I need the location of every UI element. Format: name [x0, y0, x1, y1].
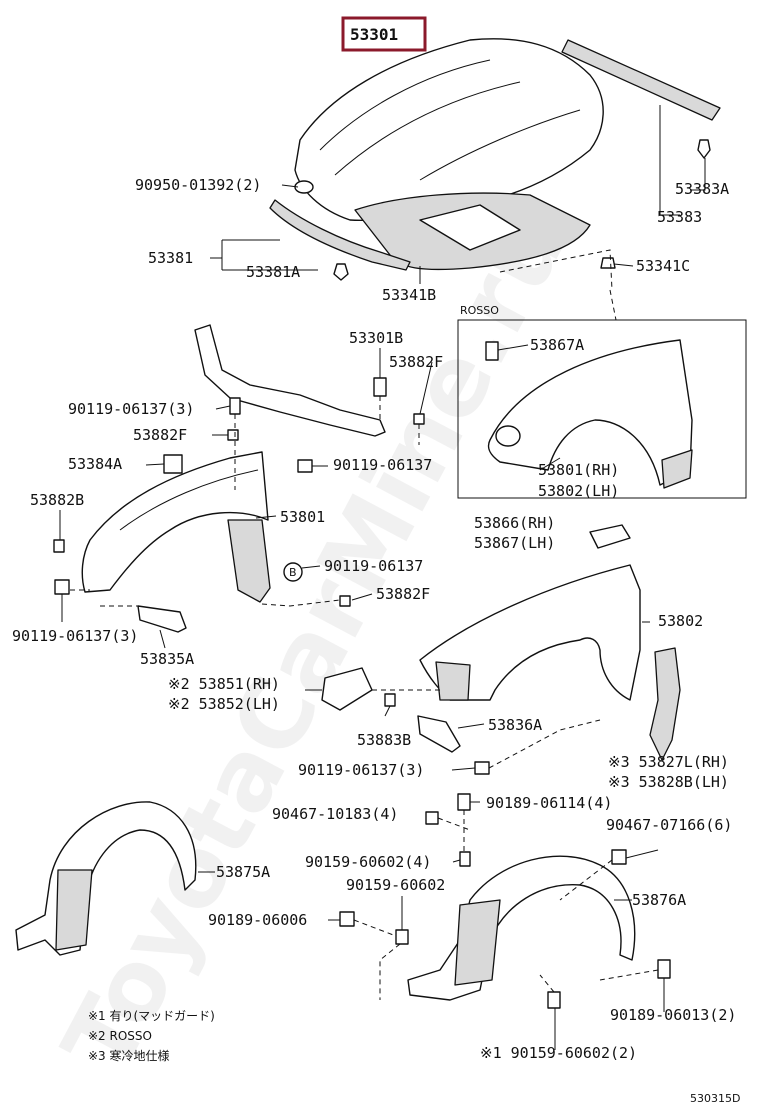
bolt-90119-mid[interactable] [297, 459, 313, 473]
label-53801-rh[interactable]: 53801(RH) [538, 461, 619, 479]
b-marker[interactable] [283, 562, 303, 582]
label-90119-06137-3-top[interactable]: 90119-06137(3) [68, 400, 194, 418]
stopper-53301b[interactable] [373, 377, 387, 397]
label-53384a[interactable]: 53384A [68, 455, 122, 473]
label-53341b[interactable]: 53341B [382, 286, 436, 304]
fender-liners [15, 793, 671, 1050]
label-53835a[interactable]: 53835A [140, 650, 194, 668]
label-53867-lh[interactable]: 53867(LH) [474, 534, 555, 552]
label-53836a[interactable]: 53836A [488, 716, 542, 734]
diagram-id: 530315D [690, 1092, 740, 1105]
screw-90189-06013[interactable] [657, 959, 671, 979]
fender-53802 [305, 564, 681, 775]
label-53383[interactable]: 53383 [657, 208, 702, 226]
label-90119-06137-b[interactable]: 90119-06137 [324, 557, 423, 575]
rosso-inset-frame [457, 319, 747, 499]
screw-90159-60602[interactable] [395, 929, 409, 945]
clip-53383a[interactable] [697, 139, 711, 159]
front-fender-lh[interactable] [419, 564, 641, 701]
retainer-53882f-top[interactable] [413, 413, 425, 425]
screw-90189-06006[interactable] [339, 911, 355, 927]
bolt-90119-bottom[interactable] [474, 761, 490, 775]
b-marker-text: B [289, 566, 297, 579]
label-53883b[interactable]: 53883B [357, 731, 411, 749]
label-53828b-lh[interactable]: ※3 53828B(LH) [608, 773, 729, 791]
clip-53341c[interactable] [600, 257, 616, 269]
bracket-53384a[interactable] [163, 454, 183, 474]
liner-seal-53827l[interactable] [649, 647, 681, 761]
fender-apron-brace [194, 324, 433, 445]
label-53882f-b[interactable]: 53882F [376, 585, 430, 603]
label-90159-60602[interactable]: 90159-60602 [346, 876, 445, 894]
clip-53867a[interactable] [485, 341, 499, 361]
fender-53801 [53, 397, 373, 649]
rosso-fender[interactable] [487, 339, 693, 486]
label-53866-rh[interactable]: 53866(RH) [474, 514, 555, 532]
footnote-3: ※3 寒冷地仕様 [88, 1048, 170, 1063]
label-53876a[interactable]: 53876A [632, 891, 686, 909]
label-53802-lh[interactable]: 53802(LH) [538, 482, 619, 500]
label-53852-lh[interactable]: ※2 53852(LH) [168, 695, 280, 713]
label-53381a[interactable]: 53381A [246, 263, 300, 281]
clip-53381a[interactable] [333, 263, 349, 281]
rosso-inset-title: ROSSO [460, 304, 499, 317]
footnotes: ※1 有り(マッドガード) ※2 ROSSO ※3 寒冷地仕様 [88, 1009, 215, 1063]
hood-assembly [210, 38, 721, 321]
label-53381[interactable]: 53381 [148, 249, 193, 267]
bracket-53836a[interactable] [417, 715, 461, 753]
label-90467-07166[interactable]: 90467-07166(6) [606, 816, 732, 834]
screw-90159-60602-4[interactable] [459, 851, 471, 867]
bracket-53835a[interactable] [137, 605, 187, 633]
label-53802[interactable]: 53802 [658, 612, 703, 630]
label-90189-06006[interactable]: 90189-06006 [208, 911, 307, 929]
label-90119-06137-3-bot[interactable]: 90119-06137(3) [298, 761, 424, 779]
label-90950-01392[interactable]: 90950-01392(2) [135, 176, 261, 194]
label-53827l-rh[interactable]: ※3 53827L(RH) [608, 753, 729, 771]
hood-panel[interactable] [294, 38, 604, 222]
bracket-53866-53867[interactable] [589, 524, 631, 549]
screw-90189-06114[interactable] [457, 793, 471, 811]
clip-90467-07166[interactable] [611, 849, 627, 865]
label-90189-06013[interactable]: 90189-06013(2) [610, 1006, 736, 1024]
label-53301b[interactable]: 53301B [349, 329, 403, 347]
label-53875a[interactable]: 53875A [216, 863, 270, 881]
retainer-53883b[interactable] [384, 693, 396, 707]
footnote-1: ※1 有り(マッドガード) [88, 1009, 215, 1023]
label-53383a[interactable]: 53383A [675, 180, 729, 198]
label-53851-rh[interactable]: ※2 53851(RH) [168, 675, 280, 693]
bracket-53851[interactable] [321, 667, 373, 711]
label-53301[interactable]: 53301 [350, 25, 398, 44]
label-90159-60602-4[interactable]: 90159-60602(4) [305, 853, 431, 871]
bolt-90119-left-top[interactable] [229, 397, 241, 415]
clip-90467-10183[interactable] [425, 811, 439, 825]
weatherstrip-53383[interactable] [561, 39, 721, 121]
label-90119-06137-mid[interactable]: 90119-06137 [333, 456, 432, 474]
bolt-90119-left[interactable] [54, 579, 70, 595]
retainer-53882b[interactable] [53, 539, 65, 553]
label-53341c[interactable]: 53341C [636, 257, 690, 275]
label-53867a[interactable]: 53867A [530, 336, 584, 354]
label-53882f-left[interactable]: 53882F [133, 426, 187, 444]
retainer-53882f-left[interactable] [227, 429, 239, 441]
label-90119-06137-3-left[interactable]: 90119-06137(3) [12, 627, 138, 645]
label-90189-06114[interactable]: 90189-06114(4) [486, 794, 612, 812]
label-90467-10183[interactable]: 90467-10183(4) [272, 805, 398, 823]
retainer-53882f-b[interactable] [339, 595, 351, 607]
screw-90159-60602-2[interactable] [547, 991, 561, 1009]
label-53882f-top[interactable]: 53882F [389, 353, 443, 371]
hood-seal-53381[interactable] [269, 199, 411, 271]
label-53801[interactable]: 53801 [280, 508, 325, 526]
label-90159-60602-2[interactable]: ※1 90159-60602(2) [480, 1044, 637, 1062]
label-53882b[interactable]: 53882B [30, 491, 84, 509]
highlight-box [341, 16, 427, 52]
rosso-inset [457, 319, 747, 549]
footnote-2: ※2 ROSSO [88, 1029, 152, 1043]
front-fender-rh[interactable] [81, 451, 269, 593]
